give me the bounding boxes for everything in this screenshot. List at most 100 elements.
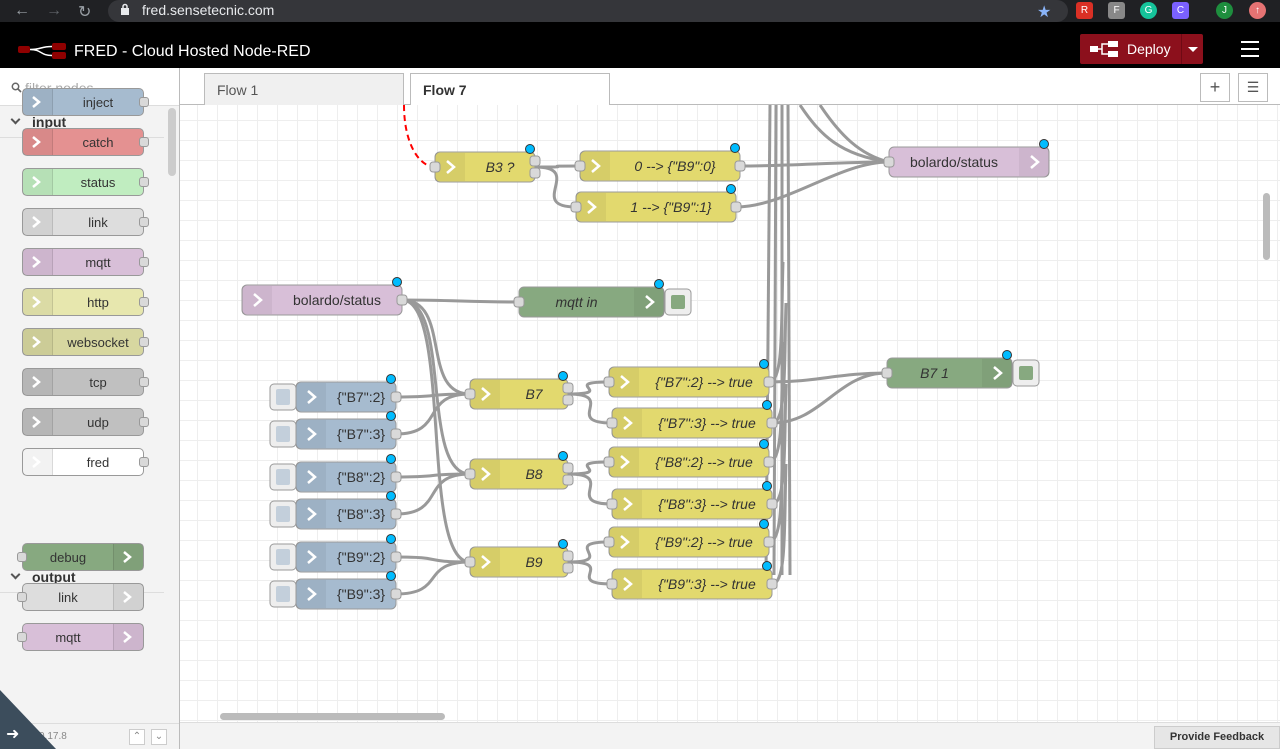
flow-node-dbg-mqtt[interactable]: mqtt in [513, 279, 692, 318]
flow-wire[interactable] [395, 472, 471, 516]
output-port[interactable] [763, 376, 775, 388]
output-port[interactable] [766, 498, 778, 510]
node-port[interactable] [139, 257, 149, 267]
flow-wire[interactable] [567, 472, 613, 506]
output-port[interactable] [390, 588, 402, 600]
node-port[interactable] [139, 217, 149, 227]
node-port[interactable] [17, 592, 27, 602]
output-port[interactable] [562, 394, 574, 406]
rss-extension-icon[interactable]: R [1076, 2, 1093, 19]
calendar-extension-icon[interactable]: C [1172, 2, 1189, 19]
input-port[interactable] [603, 456, 615, 468]
flow-wire[interactable] [798, 105, 890, 164]
input-port[interactable] [606, 578, 618, 590]
flow-node-ch-b8-3[interactable]: {"B8":3} --> true [606, 481, 778, 520]
deploy-menu-chevron-icon[interactable] [1181, 34, 1203, 64]
flow-node-ch-b9-3[interactable]: {"B9":3} --> true [606, 561, 778, 600]
palette-node-http[interactable]: http [22, 288, 149, 316]
output-port[interactable] [562, 474, 574, 486]
flow-node-dbg-b71[interactable]: B7 1 [881, 350, 1040, 389]
output-port[interactable] [763, 536, 775, 548]
input-port[interactable] [606, 417, 618, 429]
node-port[interactable] [139, 177, 149, 187]
input-port[interactable] [574, 160, 586, 172]
palette-node-status[interactable]: status [22, 168, 149, 196]
address-bar[interactable] [108, 0, 1068, 22]
output-port[interactable] [390, 428, 402, 440]
flow-node-inj-b9-3[interactable]: {"B9":3} [269, 571, 402, 610]
flow-canvas[interactable]: B3 ?0 --> {"B9":0}1 --> {"B9":1}bolardo/… [180, 105, 1280, 722]
node-port[interactable] [139, 377, 149, 387]
input-port[interactable] [570, 201, 582, 213]
input-port[interactable] [464, 388, 476, 400]
flow-wire[interactable] [567, 392, 613, 425]
flow-wire[interactable] [395, 560, 471, 596]
flow-node-sw-b3[interactable]: B3 ? [429, 144, 541, 183]
back-icon[interactable]: ← [14, 2, 30, 19]
flow-wire[interactable] [786, 105, 792, 576]
flow-wire[interactable] [818, 105, 890, 164]
flow-node-inj-b7-3[interactable]: {"B7":3} [269, 411, 402, 450]
input-port[interactable] [603, 536, 615, 548]
flow-node-inj-b7-2[interactable]: {"B7":2} [269, 374, 402, 413]
output-port[interactable] [529, 167, 541, 179]
bookmark-star-icon[interactable]: ★ [1037, 4, 1052, 21]
flow-node-sw-b7[interactable]: B7 [464, 371, 574, 410]
input-port[interactable] [606, 498, 618, 510]
flow-wire[interactable] [567, 540, 610, 564]
flow-node-inj-b8-3[interactable]: {"B8":3} [269, 491, 402, 530]
flow-node-sw-b8[interactable]: B8 [464, 451, 574, 490]
flow-wire[interactable] [401, 298, 471, 396]
flow-node-ch-b9-1[interactable]: 1 --> {"B9":1} [570, 184, 742, 223]
node-port[interactable] [139, 97, 149, 107]
flow-node-ch-b7-2[interactable]: {"B7":2} --> true [603, 359, 775, 398]
vertical-scrollbar[interactable] [1260, 105, 1276, 710]
flow-wire[interactable] [771, 371, 888, 425]
output-port[interactable] [562, 562, 574, 574]
palette-node-debug[interactable]: debug [17, 543, 144, 571]
node-port[interactable] [139, 457, 149, 467]
flow-wire[interactable] [401, 298, 471, 476]
input-port[interactable] [429, 161, 441, 173]
node-port[interactable] [139, 417, 149, 427]
arrow-right-icon[interactable]: ➜ [6, 726, 20, 743]
palette-node-fred[interactable]: fred [22, 448, 149, 476]
vertical-scroll-thumb[interactable] [1263, 193, 1270, 260]
link-wire-dashed[interactable] [403, 105, 436, 168]
palette-node-link[interactable]: link [17, 583, 144, 611]
forward-icon[interactable]: → [46, 2, 62, 19]
deploy-button[interactable]: Deploy [1080, 34, 1203, 64]
flow-node-ch-b7-3[interactable]: {"B7":3} --> true [606, 400, 778, 439]
node-port[interactable] [139, 297, 149, 307]
flow-node-inj-b9-2[interactable]: {"B9":2} [269, 534, 402, 573]
palette-node-mqtt[interactable]: mqtt [17, 623, 144, 651]
input-port[interactable] [464, 556, 476, 568]
output-port[interactable] [390, 508, 402, 520]
input-port[interactable] [603, 376, 615, 388]
horizontal-scroll-thumb[interactable] [220, 713, 445, 720]
output-port[interactable] [390, 471, 402, 483]
grammarly-icon[interactable]: G [1140, 2, 1157, 19]
palette-node-inject[interactable]: inject [22, 88, 149, 116]
main-menu-icon[interactable] [1241, 41, 1259, 57]
flow-wire[interactable] [401, 298, 520, 304]
profile-avatar[interactable]: J [1216, 2, 1233, 19]
collapse-all-button[interactable]: ⌃ [129, 729, 145, 745]
input-port[interactable] [883, 156, 895, 168]
node-port[interactable] [139, 137, 149, 147]
flow-wire[interactable] [772, 105, 778, 576]
flow-wire[interactable] [567, 560, 613, 586]
flow-node-mqtt-in[interactable]: bolardo/status [241, 277, 408, 316]
flow-node-ch-b9-2[interactable]: {"B9":2} --> true [603, 519, 775, 558]
flow-node-sw-b9[interactable]: B9 [464, 539, 574, 578]
horizontal-scrollbar[interactable] [180, 710, 1260, 722]
palette-node-websocket[interactable]: websocket [22, 328, 149, 356]
flow-diagram[interactable]: B3 ?0 --> {"B9":0}1 --> {"B9":1}bolardo/… [180, 105, 1280, 722]
flow-node-ch-b8-2[interactable]: {"B8":2} --> true [603, 439, 775, 478]
output-port[interactable] [390, 551, 402, 563]
palette-node-tcp[interactable]: tcp [22, 368, 149, 396]
reload-icon[interactable]: ↻ [78, 4, 92, 21]
feed-extension-icon[interactable]: F [1108, 2, 1125, 19]
flow-wire[interactable] [567, 460, 610, 476]
output-port[interactable] [396, 294, 408, 306]
